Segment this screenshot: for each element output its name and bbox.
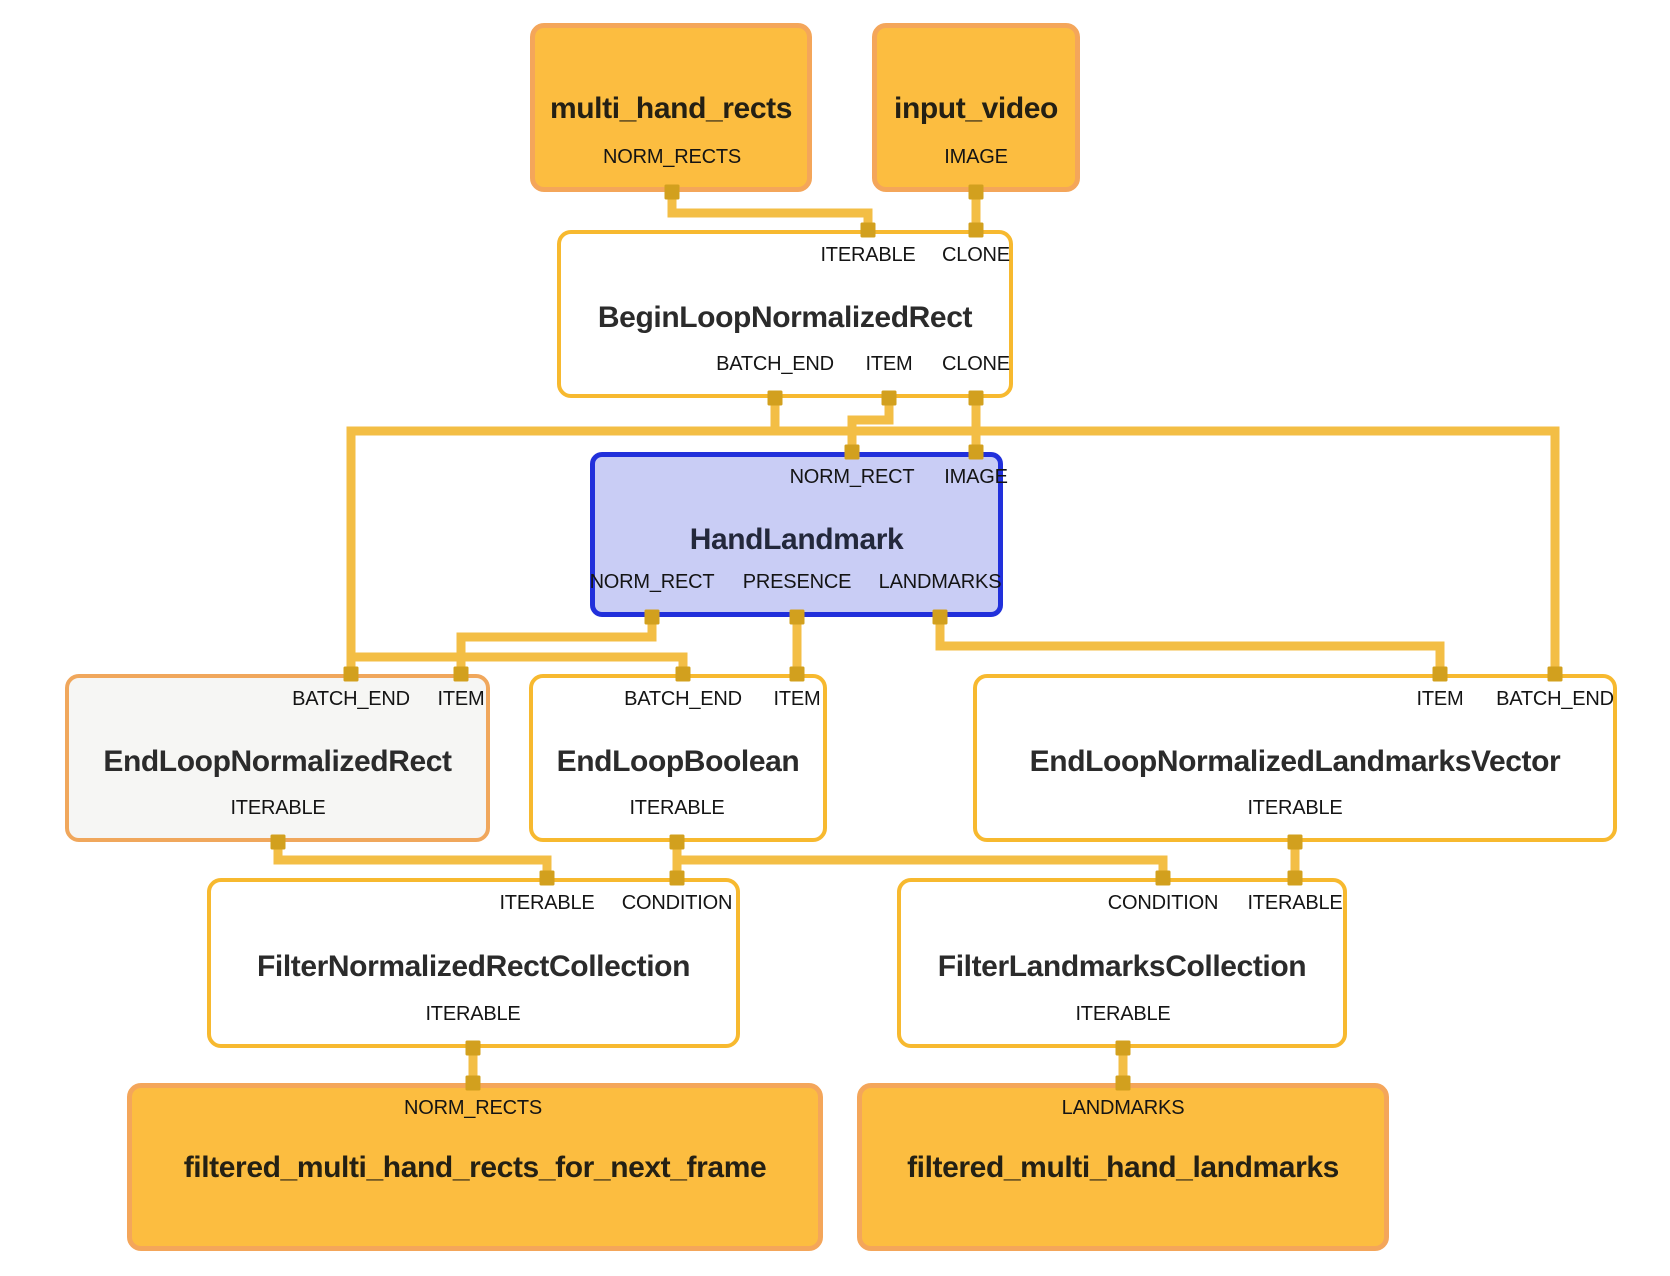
port-label-BeginLoopNormalizedRect-CLONE: CLONE <box>942 353 1010 375</box>
node-EndLoopBoolean[interactable]: EndLoopBoolean BATCH_END ITEM ITERABLE <box>529 674 827 842</box>
port-label-FilterNormalizedRectCollection-CONDITION: CONDITION <box>621 892 733 914</box>
port-label-filtered_multi_hand_landmarks-LANDMARKS: LANDMARKS <box>1061 1097 1185 1119</box>
node-title-EndLoopNormalizedRect: EndLoopNormalizedRect <box>103 745 452 778</box>
node-title-filtered_multi_hand_landmarks: filtered_multi_hand_landmarks <box>907 1151 1339 1184</box>
node-filtered_multi_hand_rects_for_next_frame[interactable]: filtered_multi_hand_rects_for_next_frame… <box>127 1083 823 1251</box>
node-EndLoopNormalizedRect[interactable]: EndLoopNormalizedRect BATCH_END ITEM ITERAB… <box>65 674 490 842</box>
port-label-EndLoopNormalizedRect-ITEM: ITEM <box>437 688 485 710</box>
port-label-HandLandmark-IMAGE: IMAGE <box>944 466 1008 488</box>
port-label-EndLoopNormalizedLandmarksVector-ITEM: ITEM <box>1416 688 1464 710</box>
port-label-filtered_multi_hand_rects_for_next_frame-NORM_RECTS: NORM_RECTS <box>403 1097 543 1119</box>
port-label-EndLoopNormalizedLandmarksVector-BATCH_END: BATCH_END <box>1496 688 1614 710</box>
port-label-BeginLoopNormalizedRect-BATCH_END: BATCH_END <box>716 353 834 375</box>
port-label-EndLoopNormalizedRect-ITERABLE: ITERABLE <box>230 797 326 819</box>
port-label-FilterLandmarksCollection-ITERABLE: ITERABLE <box>1075 1003 1171 1025</box>
port-label-HandLandmark-NORM_RECT: NORM_RECT <box>589 571 715 593</box>
port-label-input_video-IMAGE: IMAGE <box>944 146 1008 168</box>
port-label-FilterLandmarksCollection-ITERABLE: ITERABLE <box>1247 892 1343 914</box>
port-label-BeginLoopNormalizedRect-ITERABLE: ITERABLE <box>820 244 916 266</box>
port-label-EndLoopBoolean-ITEM: ITEM <box>773 688 821 710</box>
edge-BeginLoopNormalizedRect.ITEM-to-HandLandmark.NORM_RECT <box>847 398 894 452</box>
node-filtered_multi_hand_landmarks[interactable]: filtered_multi_hand_landmarks LANDMARKS <box>857 1083 1389 1251</box>
node-EndLoopNormalizedLandmarksVector[interactable]: EndLoopNormalizedLandmarksVector ITEM BATC… <box>973 674 1617 842</box>
node-title-EndLoopNormalizedLandmarksVector: EndLoopNormalizedLandmarksVector <box>1029 745 1561 778</box>
edge-multi_hand_rects.NORM_RECTS-to-BeginLoopNormalizedRect.ITERABLE <box>667 192 873 230</box>
port-label-FilterNormalizedRectCollection-ITERABLE: ITERABLE <box>499 892 595 914</box>
node-title-multi_hand_rects: multi_hand_rects <box>549 91 792 125</box>
port-label-FilterLandmarksCollection-CONDITION: CONDITION <box>1107 892 1219 914</box>
node-title-FilterNormalizedRectCollection: FilterNormalizedRectCollection <box>256 950 691 983</box>
port-label-HandLandmark-PRESENCE: PRESENCE <box>742 571 852 593</box>
port-label-multi_hand_rects-NORM_RECTS: NORM_RECTS <box>602 146 742 168</box>
edge-HandLandmark.NORM_RECT-to-EndLoopNormalizedRect.ITEM <box>456 617 657 674</box>
node-FilterLandmarksCollection[interactable]: FilterLandmarksCollection CONDITION ITERAB… <box>897 878 1347 1048</box>
port-label-BeginLoopNormalizedRect-CLONE: CLONE <box>942 244 1010 266</box>
edge-EndLoopNormalizedRect.ITERABLE-to-FilterNormalizedRectCollection.ITERABLE <box>273 842 552 878</box>
port-label-HandLandmark-LANDMARKS: LANDMARKS <box>878 571 1002 593</box>
port-label-HandLandmark-NORM_RECT: NORM_RECT <box>789 466 915 488</box>
port-label-EndLoopBoolean-ITERABLE: ITERABLE <box>629 797 725 819</box>
node-title-filtered_multi_hand_rects_for_next_frame: filtered_multi_hand_rects_for_next_frame <box>183 1151 767 1184</box>
edge-HandLandmark.LANDMARKS-to-EndLoopNormalizedLandmarksVector.ITEM <box>935 617 1445 674</box>
port-label-EndLoopNormalizedLandmarksVector-ITERABLE: ITERABLE <box>1247 797 1343 819</box>
edge-EndLoopBoolean.ITERABLE-to-FilterLandmarksCollection.CONDITION <box>672 842 1168 878</box>
node-BeginLoopNormalizedRect[interactable]: BeginLoopNormalizedRect ITERABLE CLONE BATC… <box>557 230 1013 398</box>
node-title-BeginLoopNormalizedRect: BeginLoopNormalizedRect <box>597 301 973 334</box>
node-title-FilterLandmarksCollection: FilterLandmarksCollection <box>937 950 1307 983</box>
port-label-EndLoopNormalizedRect-BATCH_END: BATCH_END <box>292 688 410 710</box>
node-title-HandLandmark: HandLandmark <box>689 522 904 556</box>
port-label-EndLoopBoolean-BATCH_END: BATCH_END <box>624 688 742 710</box>
port-label-FilterNormalizedRectCollection-ITERABLE: ITERABLE <box>425 1003 521 1025</box>
node-title-EndLoopBoolean: EndLoopBoolean <box>556 745 800 778</box>
node-title-input_video: input_video <box>894 91 1058 125</box>
port-label-BeginLoopNormalizedRect-ITEM: ITEM <box>865 353 913 375</box>
